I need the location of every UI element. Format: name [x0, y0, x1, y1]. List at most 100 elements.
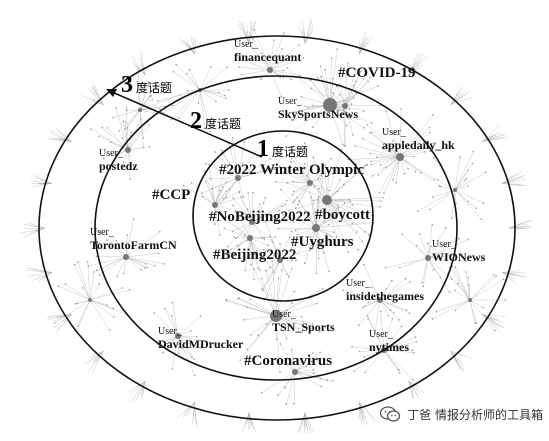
network-leaf-node: [280, 343, 282, 345]
network-leaf-node: [265, 197, 267, 199]
network-edge: [455, 190, 484, 203]
network-leaf-node: [286, 338, 288, 340]
network-hub-node: [312, 224, 320, 232]
network-leaf-node: [187, 90, 189, 92]
network-leaf-node: [316, 273, 318, 275]
network-leaf-node: [293, 403, 295, 405]
network-leaf-node: [313, 200, 315, 202]
network-leaf-node: [359, 351, 361, 353]
user-prefix: User_: [90, 228, 177, 239]
hashtag-beijing: #Beijing2022: [213, 248, 296, 264]
network-leaf-node: [172, 368, 174, 370]
user-prefix: User_: [278, 97, 358, 108]
user-name: nytimes: [369, 341, 409, 354]
network-leaf-node: [243, 196, 245, 198]
network-leaf-node: [329, 190, 331, 192]
network-edge: [379, 157, 400, 193]
network-leaf-node: [431, 224, 433, 226]
network-edge: [185, 402, 194, 416]
user-toronto: User_ TorontoFarmCN: [90, 228, 177, 251]
network-edge: [36, 178, 52, 184]
network-leaf-node: [117, 276, 119, 278]
network-leaf-node: [232, 137, 234, 139]
network-leaf-node: [278, 278, 280, 280]
network-leaf-node: [350, 201, 352, 203]
network-leaf-node: [124, 128, 126, 130]
network-leaf-node: [352, 134, 354, 136]
network-leaf-node: [316, 303, 318, 305]
network-leaf-node: [378, 174, 380, 176]
network-edge: [400, 258, 428, 268]
network-leaf-node: [293, 191, 295, 193]
network-leaf-node: [240, 197, 242, 199]
network-leaf-node: [282, 77, 284, 79]
network-leaf-node: [407, 168, 409, 170]
network-leaf-node: [269, 267, 271, 269]
network-leaf-node: [261, 392, 263, 394]
network-leaf-node: [439, 185, 441, 187]
network-leaf-node: [311, 87, 313, 89]
network-leaf-node: [318, 258, 320, 260]
network-edge: [502, 271, 519, 273]
network-leaf-node: [171, 315, 173, 317]
ring-3-text: 度话题: [136, 79, 172, 96]
network-leaf-node: [420, 172, 422, 174]
network-leaf-node: [413, 352, 415, 354]
network-leaf-node: [252, 192, 254, 194]
network-leaf-node: [178, 353, 180, 355]
user-name: WIONews: [432, 251, 485, 264]
network-leaf-node: [371, 122, 373, 124]
network-leaf-node: [324, 252, 326, 254]
hashtag-ccp: #CCP: [152, 188, 190, 204]
wechat-icon: [379, 405, 401, 423]
network-leaf-node: [317, 77, 319, 79]
network-leaf-node: [115, 107, 117, 109]
network-leaf-node: [99, 274, 101, 276]
network-edge: [371, 154, 401, 157]
network-leaf-node: [294, 291, 296, 293]
network-edge: [187, 74, 200, 90]
network-edge: [305, 25, 313, 43]
network-leaf-node: [157, 100, 159, 102]
network-leaf-node: [437, 179, 439, 181]
network-leaf-node: [224, 228, 226, 230]
network-leaf-node: [435, 311, 437, 313]
network-leaf-node: [209, 178, 211, 180]
network-leaf-node: [149, 124, 151, 126]
network-leaf-node: [380, 164, 382, 166]
network-edge: [239, 67, 270, 70]
network-leaf-node: [332, 380, 334, 382]
network-edge: [470, 300, 476, 323]
network-leaf-node: [287, 182, 289, 184]
network-edge: [450, 267, 470, 300]
network-leaf-node: [412, 379, 414, 381]
network-leaf-node: [189, 69, 191, 71]
network-leaf-node: [476, 322, 478, 324]
network-leaf-node: [232, 205, 234, 207]
network-leaf-node: [466, 178, 468, 180]
network-edge: [33, 273, 52, 281]
network-leaf-node: [264, 237, 266, 239]
network-leaf-node: [276, 339, 278, 341]
network-leaf-node: [445, 227, 447, 229]
network-leaf-node: [186, 73, 188, 75]
network-hub-node: [322, 195, 332, 205]
network-leaf-node: [353, 85, 355, 87]
network-leaf-node: [278, 228, 280, 230]
user-wionews: User_ WIONews: [432, 240, 485, 263]
network-leaf-node: [149, 146, 151, 148]
network-leaf-node: [158, 252, 160, 254]
user-prefix: User_: [158, 327, 243, 338]
network-leaf-node: [314, 185, 316, 187]
network-leaf-node: [379, 192, 381, 194]
network-leaf-node: [107, 127, 109, 129]
network-leaf-node: [368, 234, 370, 236]
network-hub-node: [123, 254, 129, 260]
network-leaf-node: [205, 163, 207, 165]
network-leaf-node: [449, 291, 451, 293]
user-insidethegames: User_ insidethegames: [346, 279, 424, 302]
network-leaf-node: [147, 267, 149, 269]
network-leaf-node: [333, 231, 335, 233]
network-leaf-node: [348, 252, 350, 254]
network-leaf-node: [266, 323, 268, 325]
